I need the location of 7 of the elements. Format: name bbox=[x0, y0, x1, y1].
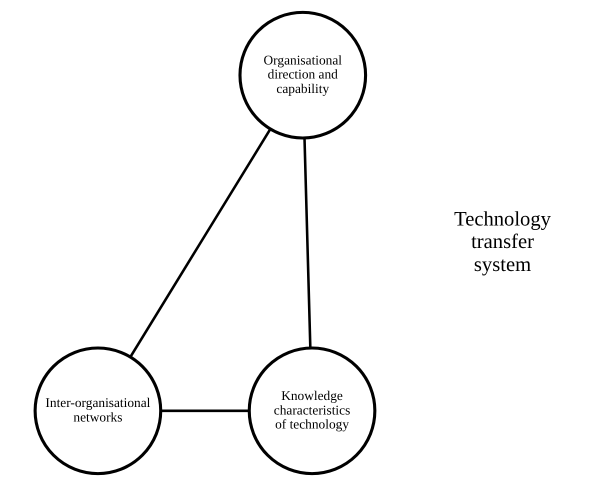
label: Technology transfer system bbox=[454, 208, 551, 276]
connector bbox=[129, 128, 272, 358]
node-circle: Knowledge characteristics of technology bbox=[248, 346, 376, 476]
connector bbox=[161, 410, 250, 412]
node-circle: Inter-organisational networks bbox=[34, 346, 162, 476]
connector bbox=[303, 138, 312, 348]
node-circle: Organisational direction and capability bbox=[238, 10, 368, 140]
